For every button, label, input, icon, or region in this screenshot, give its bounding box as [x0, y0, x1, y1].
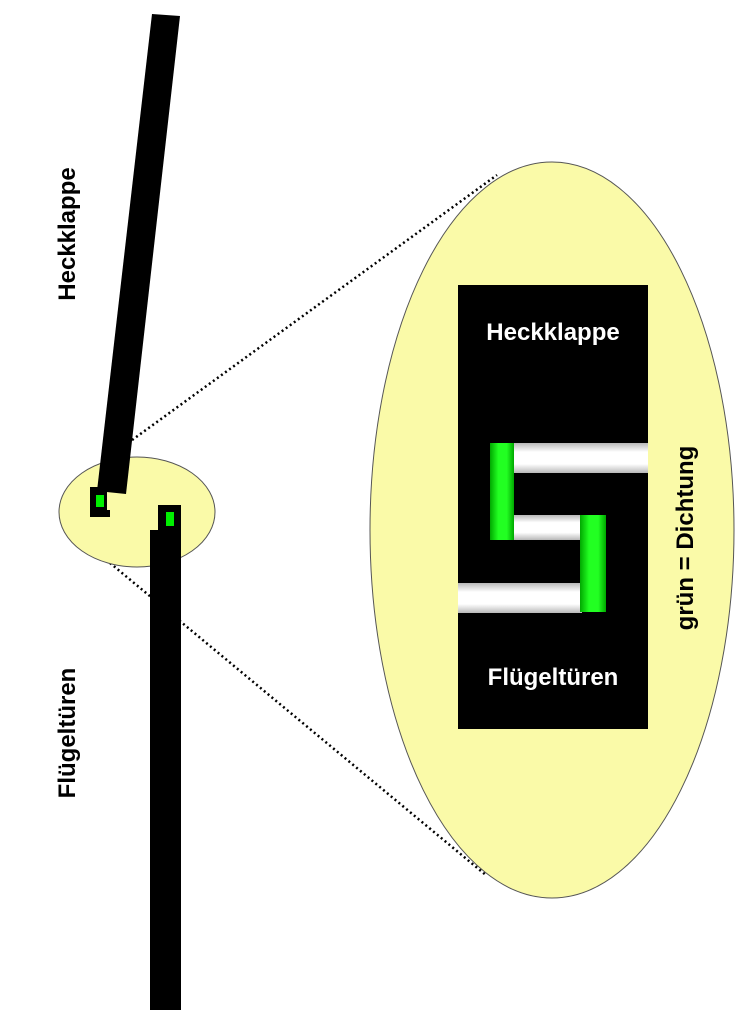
zoom-line-top — [127, 173, 498, 445]
seal-upper — [490, 443, 514, 540]
tailgate-seal-small — [96, 495, 104, 507]
inset-label-doors: Flügeltüren — [488, 664, 619, 691]
channel-middle — [512, 515, 592, 540]
detail-ellipse — [58, 456, 216, 568]
legend-label: grün = Dichtung — [672, 446, 699, 631]
seal-lower — [580, 515, 606, 612]
inset-label-tailgate: Heckklappe — [486, 319, 619, 346]
door-seal-small — [166, 512, 174, 526]
channel-top — [512, 443, 648, 473]
channel-bottom — [458, 583, 582, 613]
tailgate-panel — [97, 14, 180, 494]
side-label-tailgate: Heckklappe — [54, 167, 81, 300]
door-panel — [150, 530, 181, 1010]
side-label-doors: Flügeltüren — [54, 668, 81, 799]
tailgate-hook-foot — [90, 510, 110, 517]
inset-box — [458, 285, 648, 729]
